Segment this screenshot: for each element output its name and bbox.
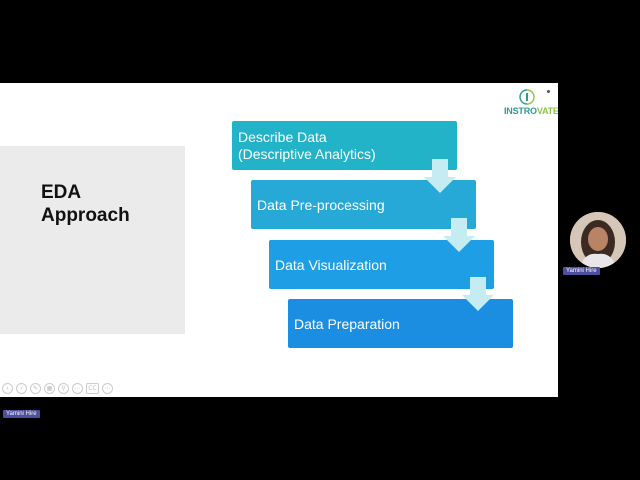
pen-icon[interactable]: ✎	[30, 383, 41, 394]
step-describe-data: Describe Data (Descriptive Analytics)	[232, 121, 457, 170]
slideshow-toolbar: ‹ › ✎ ▦ ⚲ ⋯ CC ⋯	[2, 383, 113, 395]
participant-video-avatar[interactable]	[570, 212, 626, 268]
step-data-pre-processing-label: Data Pre-processing	[257, 196, 385, 213]
slide-title: EDA Approach	[41, 181, 130, 227]
participant-name-tag: Yamini Hire	[563, 267, 600, 275]
step-data-visualization-label: Data Visualization	[275, 256, 387, 273]
down-arrow-icon	[462, 277, 494, 311]
instrovate-logo: INSTROVATE	[500, 87, 558, 121]
slide-title-line-1: EDA	[41, 182, 82, 203]
next-icon[interactable]: ›	[16, 383, 27, 394]
zoom-icon[interactable]: ⚲	[58, 383, 69, 394]
more-icon[interactable]: ⋯	[72, 383, 83, 394]
captions-icon[interactable]: CC	[86, 383, 99, 394]
prev-icon[interactable]: ‹	[2, 383, 13, 394]
presentation-slide: EDA Approach INSTROVATE Describe Data (D…	[0, 83, 558, 397]
logo-text: INSTROVATE	[504, 106, 558, 116]
participant-avatar-icon	[570, 212, 626, 268]
logo-mark-icon	[519, 89, 535, 105]
step-data-preparation-label: Data Preparation	[294, 315, 400, 332]
logo-text-vate: VATE	[536, 106, 558, 116]
down-arrow-icon	[443, 218, 475, 252]
step-describe-data-line-1: Describe Data	[238, 128, 327, 145]
slide-title-line-2: Approach	[41, 205, 130, 226]
eda-title-panel: EDA Approach	[0, 146, 185, 334]
self-name-tag: Yamini Hire	[3, 410, 40, 418]
logo-dot	[547, 90, 550, 93]
grid-icon[interactable]: ▦	[44, 383, 55, 394]
logo-text-instro: INSTRO	[504, 106, 537, 116]
menu-icon[interactable]: ⋯	[102, 383, 113, 394]
down-arrow-icon	[424, 159, 456, 193]
step-describe-data-line-2: (Descriptive Analytics)	[238, 145, 376, 162]
